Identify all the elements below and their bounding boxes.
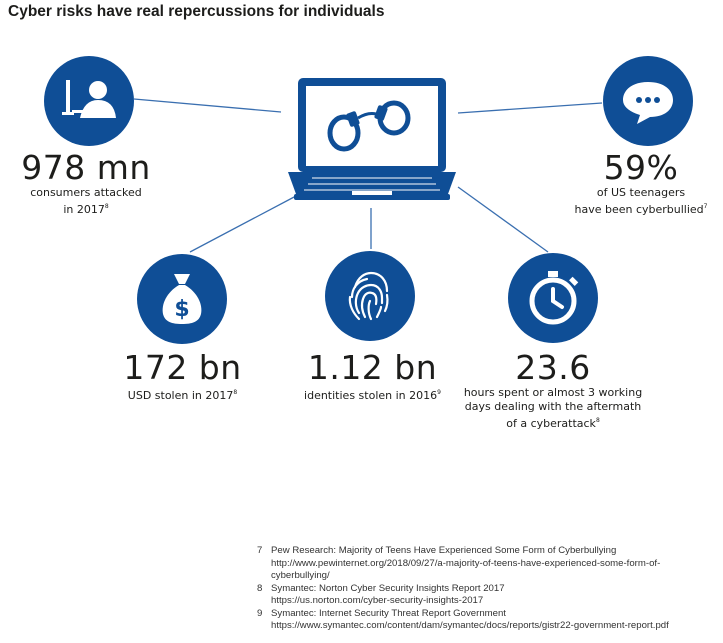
footnote-ref: 8 — [104, 203, 109, 210]
stat-identities: 1.12 bn identities stolen in 20169 — [290, 350, 455, 403]
stat-caption: in 20178 — [63, 203, 109, 216]
footnote-number: 8 — [257, 582, 263, 594]
connector-hours — [457, 186, 549, 253]
footnote-ref: 8 — [233, 389, 238, 396]
footnote-item: 8 Symantec: Norton Cyber Security Insigh… — [257, 583, 669, 608]
stat-teens: 59% of US teenagers have been cyberbulli… — [566, 150, 716, 217]
consumers-circle — [44, 56, 134, 146]
stat-caption: have been cyberbullied7 — [574, 203, 708, 216]
stat-caption: days dealing with the aftermath — [464, 400, 642, 413]
footnote-ref: 7 — [703, 203, 708, 210]
stat-value: 59% — [603, 148, 679, 187]
stat-caption: hours spent or almost 3 working — [463, 386, 643, 399]
footnote-url[interactable]: https://us.norton.com/cyber-security-ins… — [271, 595, 484, 606]
connector-consumers — [133, 98, 282, 113]
laptop-handcuffs-icon — [288, 78, 456, 200]
identities-circle — [325, 251, 415, 341]
money-bag-icon: $ — [162, 274, 202, 324]
footnote-item: 9 Symantec: Internet Security Threat Rep… — [257, 608, 669, 633]
speech-bubble-icon — [623, 82, 673, 124]
usd-circle: $ — [137, 254, 227, 344]
stat-caption: of US teenagers — [596, 186, 686, 199]
stat-caption: USD stolen in 20178 — [127, 389, 238, 402]
footnote-url[interactable]: cyberbullying/ — [271, 570, 330, 581]
stat-caption: consumers attacked — [30, 186, 142, 199]
footnote-number: 9 — [257, 607, 263, 619]
footnote-url[interactable]: http://www.pewinternet.org/2018/09/27/a-… — [271, 557, 661, 569]
footnote-item: 7 Pew Research: Majority of Teens Have E… — [257, 545, 669, 583]
footnote-text: Symantec: Internet Security Threat Repor… — [271, 607, 506, 619]
connector-usd — [189, 195, 297, 253]
stopwatch-icon — [529, 271, 579, 325]
footnote-url[interactable]: https://www.symantec.com/content/dam/sym… — [271, 620, 669, 631]
footnote-ref: 8 — [595, 417, 600, 424]
stat-value: 978 mn — [21, 148, 151, 187]
stat-value: 172 bn — [123, 348, 242, 387]
footnotes: 7 Pew Research: Majority of Teens Have E… — [257, 545, 669, 633]
page-title: Cyber risks have real repercussions for … — [8, 3, 385, 20]
stat-consumers: 978 mn consumers attacked in 20178 — [6, 150, 166, 217]
teens-circle — [603, 56, 693, 146]
footnote-text: Pew Research: Majority of Teens Have Exp… — [271, 545, 617, 556]
stat-caption: of a cyberattack8 — [506, 417, 600, 430]
person-at-computer-icon — [62, 80, 116, 118]
footnote-ref: 9 — [437, 389, 441, 396]
stat-value: 23.6 — [515, 348, 591, 387]
stat-caption: identities stolen in 20169 — [304, 389, 441, 402]
connector-teens — [457, 102, 603, 114]
footnote-number: 7 — [257, 545, 263, 556]
fingerprint-icon — [348, 271, 389, 321]
stat-value: 1.12 bn — [307, 348, 438, 387]
hours-circle — [508, 253, 598, 343]
stat-hours: 23.6 hours spent or almost 3 working day… — [458, 350, 648, 431]
stat-usd: 172 bn USD stolen in 20178 — [100, 350, 265, 403]
svg-text:$: $ — [174, 297, 189, 322]
footnote-text: Symantec: Norton Cyber Security Insights… — [271, 582, 505, 594]
